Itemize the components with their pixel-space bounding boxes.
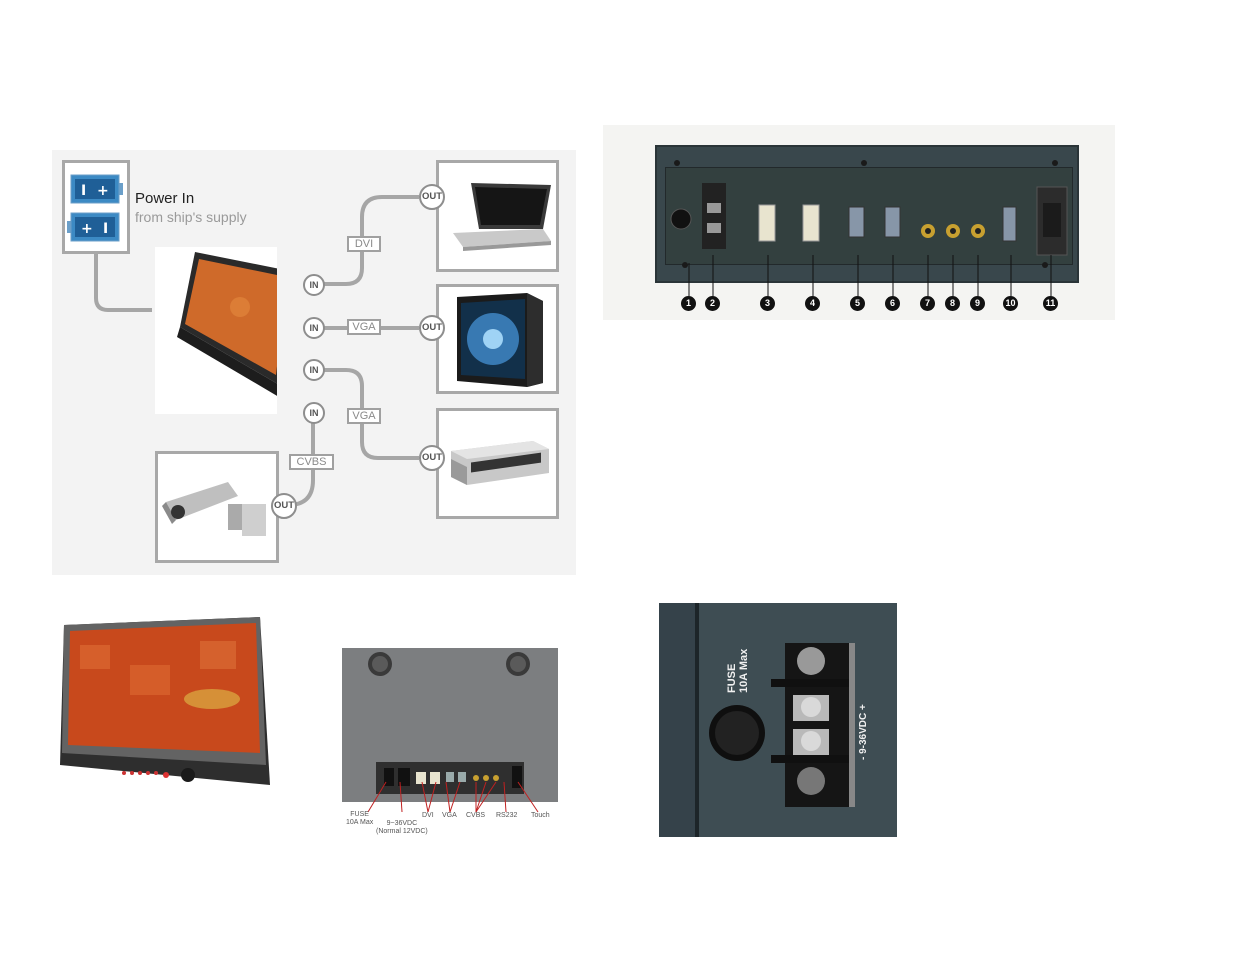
rear-marker-2: 2 xyxy=(705,296,720,311)
back-power-label: 9~36VDC (Normal 12VDC) xyxy=(376,820,428,835)
rear-marker-7: 7 xyxy=(920,296,935,311)
laptop-out-port: OUT xyxy=(419,184,445,210)
camera-box xyxy=(155,451,279,563)
rear-marker-leaders xyxy=(688,255,1052,296)
svg-text:+: + xyxy=(81,221,93,237)
power-supply-box: I + + I xyxy=(62,160,130,254)
svg-text:+: + xyxy=(97,183,109,199)
tower-out-port: OUT xyxy=(419,315,445,341)
embedded-out-port: OUT xyxy=(419,445,445,471)
embedded-pc-icon xyxy=(451,441,549,485)
front-monitor-photo xyxy=(60,615,272,801)
back-view-photo xyxy=(342,648,558,802)
svg-text:I: I xyxy=(81,183,86,199)
dvi-connection-label: DVI xyxy=(347,236,381,252)
back-rs232-label: RS232 xyxy=(496,812,518,819)
front-monitor-icon xyxy=(60,617,270,785)
power-in-title: Power In xyxy=(135,190,195,207)
terminal-closeup-photo xyxy=(659,603,897,837)
rear-marker-4: 4 xyxy=(805,296,820,311)
rear-marker-6: 6 xyxy=(885,296,900,311)
rear-marker-10: 10 xyxy=(1003,296,1018,311)
terminal-fuse-label: FUSE 10A Max xyxy=(726,648,750,693)
back-fuse-label: FUSE 10A Max xyxy=(346,811,374,826)
terminal-voltage-label: - 9-36VDC + xyxy=(858,704,869,760)
monitor-icon xyxy=(177,252,295,397)
laptop-icon xyxy=(453,183,551,251)
monitor-in-port-dvi: IN xyxy=(303,274,325,296)
pc-tower-icon xyxy=(457,293,543,387)
back-touch-label: Touch xyxy=(531,812,550,819)
back-view-leaders xyxy=(367,781,539,813)
back-cvbs-label: CVBS xyxy=(466,812,486,819)
pc-tower-box xyxy=(436,284,559,394)
monitor-in-port-vga: IN xyxy=(303,317,325,339)
rear-marker-8: 8 xyxy=(945,296,960,311)
terminal-closeup-icon xyxy=(659,603,855,837)
rear-marker-5: 5 xyxy=(850,296,865,311)
rear-marker-3: 3 xyxy=(760,296,775,311)
monitor-in-port-vga2: IN xyxy=(303,359,325,381)
rear-panel-connectors xyxy=(670,160,1068,268)
rear-marker-11: 11 xyxy=(1043,296,1058,311)
camera-icon xyxy=(162,482,266,536)
rear-marker-9: 9 xyxy=(970,296,985,311)
laptop-box xyxy=(436,160,559,272)
back-dvi-label: DVI xyxy=(422,812,434,819)
monitor-in-port-cvbs: IN xyxy=(303,402,325,424)
back-view-vents xyxy=(368,652,530,794)
camera-out-port: OUT xyxy=(271,493,297,519)
svg-text:I: I xyxy=(103,221,108,237)
cvbs-connection-label: CVBS xyxy=(289,454,334,470)
vga2-connection-label: VGA xyxy=(347,408,381,424)
embedded-pc-box xyxy=(436,408,559,519)
power-in-subtitle: from ship's supply xyxy=(135,209,247,225)
battery-icon: I + + I xyxy=(67,174,123,242)
monitor-image-area xyxy=(155,247,295,414)
back-vga-label: VGA xyxy=(442,812,457,819)
rear-marker-1: 1 xyxy=(681,296,696,311)
vga-connection-label: VGA xyxy=(347,319,381,335)
